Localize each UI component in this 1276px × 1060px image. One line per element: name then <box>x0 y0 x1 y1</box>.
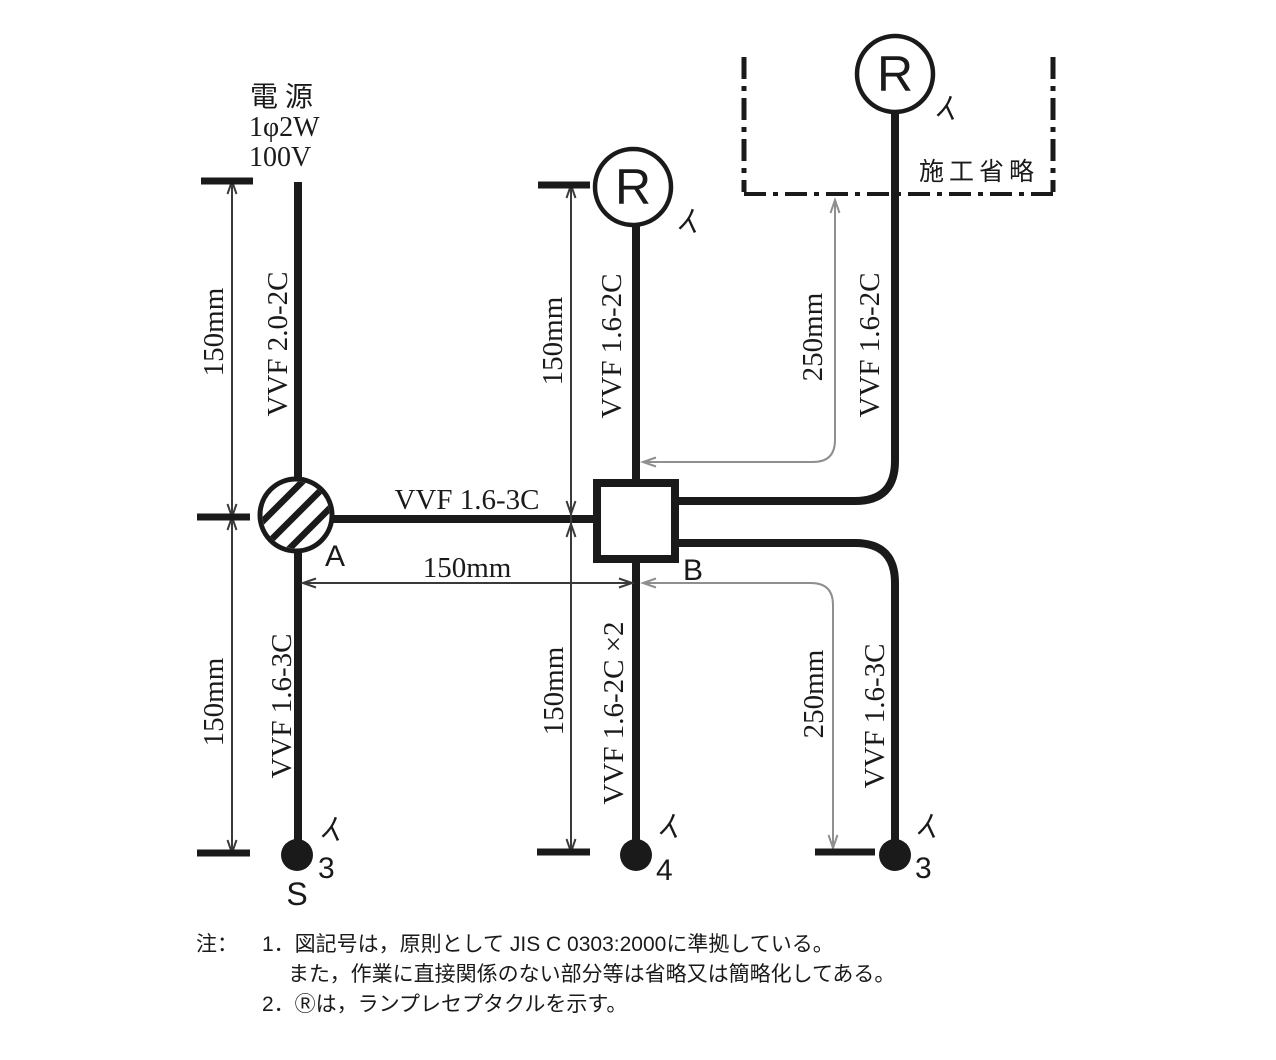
switch-left-ways: 3 <box>318 852 335 885</box>
dim-arrowheads-right-bottom <box>639 577 839 852</box>
cable-label-a-down: VVF 1.6-3C <box>266 633 298 778</box>
cable-label-source: VVF 2.0-2C <box>262 271 294 416</box>
dim-label-right-bottom: 250mm <box>798 649 830 738</box>
power-voltage: 100V <box>249 142 311 173</box>
dim-arrowheads-right-top <box>639 196 841 468</box>
switch-4way-mid-dot <box>620 839 652 871</box>
note-line-1: 1．図記号は，原則として JIS C 0303:2000に準拠している。 <box>262 933 834 956</box>
note-line-3: 2．Ⓡは，ランプレセプタクルを示す。 <box>262 993 627 1016</box>
cable-label-b-up: VVF 1.6-2C <box>596 273 628 418</box>
cable-label-b-right-up: VVF 1.6-2C <box>854 272 886 417</box>
dim-label-left-top: 150mm <box>198 287 230 376</box>
lamp-symbol-letter: R <box>877 46 913 102</box>
box-a-letter: A <box>325 540 345 573</box>
dim-line-right-bottom <box>643 582 834 848</box>
switch-3way-left-dot <box>281 839 313 871</box>
cable-label-b-right-down: VVF 1.6-3C <box>859 643 891 788</box>
notes-block: 注： 1．図記号は，原則として JIS C 0303:2000に準拠している。 … <box>196 933 895 1016</box>
b-right-down-cable-line <box>673 539 899 840</box>
note-prefix: 注： <box>196 933 238 956</box>
lamp-receptacle-right: R <box>854 33 936 115</box>
dim-label-mid-bottom: 150mm <box>538 646 570 735</box>
circuit-mark-lamp-mid: イ <box>670 204 708 244</box>
circuit-mark-switch-left: イ <box>313 812 351 852</box>
note-line-2: また，作業に直接関係のない部分等は省略又は簡略化してある。 <box>288 963 895 986</box>
power-source-label: 電 源 1φ2W 100V <box>249 82 320 173</box>
switch-right-ways: 3 <box>915 852 932 885</box>
box-b-letter: B <box>683 554 703 587</box>
power-phase: 1φ2W <box>249 112 320 143</box>
dim-label-left-bottom: 150mm <box>198 657 230 746</box>
circuit-mark-switch-right: イ <box>909 809 947 849</box>
omission-label: 施工省略 <box>919 158 1039 186</box>
dim-arrowheads-a-b <box>299 577 636 589</box>
dim-label-right-top: 250mm <box>797 292 829 381</box>
b-right-up-cable-line <box>673 112 899 505</box>
dim-line-right-top <box>643 200 836 463</box>
switch-left-tag: S <box>286 876 307 912</box>
circuit-mark-lamp-right: イ <box>928 91 966 131</box>
lamp-symbol-letter: R <box>615 159 651 215</box>
lamp-receptacle-mid: R <box>592 146 674 228</box>
cable-label-a-to-b: VVF 1.6-3C <box>394 484 539 516</box>
cable-label-b-down: VVF 1.6-2C ×2 <box>598 621 630 804</box>
dim-label-a-to-b: 150mm <box>423 552 512 584</box>
junction-box-b <box>593 479 679 563</box>
power-name: 電 源 <box>250 82 313 113</box>
switch-mid-ways: 4 <box>656 854 673 887</box>
dim-label-mid-top: 150mm <box>537 296 569 385</box>
circuit-mark-switch-mid: イ <box>651 809 689 849</box>
switch-3way-right-dot <box>879 839 911 871</box>
